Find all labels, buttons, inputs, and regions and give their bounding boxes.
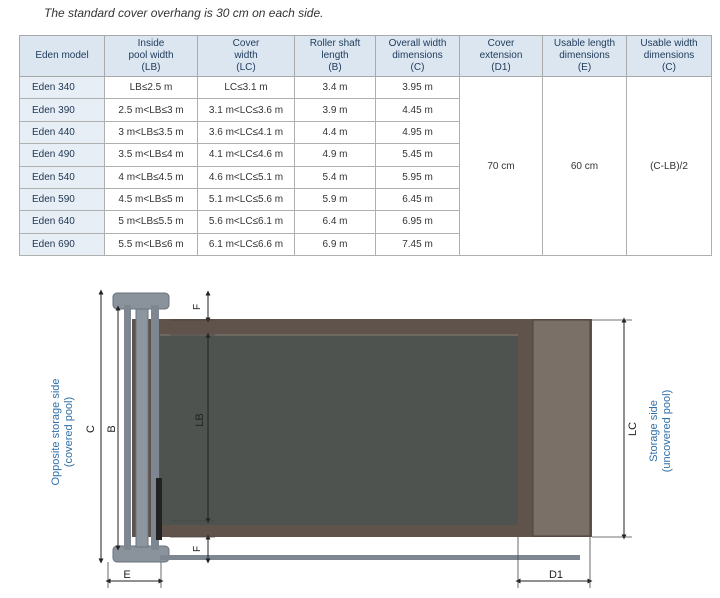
- header-line: (LB): [141, 62, 161, 73]
- header-inside-pool-width: Inside pool width (LB): [104, 35, 198, 77]
- table-cell: 5.4 m: [294, 165, 376, 189]
- header-line: Cover: [487, 38, 515, 49]
- table-row: Eden 440 3 m<LB≤3.5 m 3.6 m<LC≤4.1 m 4.4…: [19, 120, 712, 145]
- header-line: width: [234, 50, 258, 61]
- table-cell: 6.4 m: [294, 210, 376, 234]
- model-cell: Eden 540: [19, 165, 105, 189]
- label-lc: LC: [627, 422, 639, 436]
- left-label-line1: Opposite storage side: [50, 378, 62, 485]
- model-cell: Eden 690: [19, 232, 105, 257]
- label-e: E: [123, 569, 130, 581]
- header-line: (E): [577, 62, 592, 73]
- model-cell: Eden 440: [19, 120, 105, 145]
- roller-shaft: [135, 308, 149, 548]
- label-b: B: [106, 425, 118, 432]
- roller-handle: [156, 478, 162, 540]
- usable-width-cell: (C-LB)/2: [626, 76, 712, 256]
- table-cell: 5.6 m<LC≤6.1 m: [197, 210, 295, 234]
- header-line: Inside: [137, 38, 165, 49]
- label-f-bottom: F: [192, 546, 203, 552]
- table-cell: 5.45 m: [375, 143, 460, 167]
- header-cover-extension: Cover extension (D1): [459, 35, 543, 77]
- model-cell: Eden 390: [19, 98, 105, 122]
- table-cell: 7.45 m: [375, 232, 460, 257]
- pool-water: [160, 335, 518, 525]
- table-cell: 4.95 m: [375, 120, 460, 145]
- header-line: Overall width: [388, 38, 447, 49]
- header-line: length: [321, 50, 349, 61]
- table-row: Eden 590 4.5 m<LB≤5 m 5.1 m<LC≤5.6 m 5.9…: [19, 187, 712, 212]
- storage-panel: [532, 319, 591, 537]
- eden-models-table: Eden model Inside pool width (LB) Cover …: [19, 35, 712, 257]
- roller-post-left: [124, 305, 131, 550]
- table-cell: 6.45 m: [375, 187, 460, 212]
- label-lb: LB: [194, 413, 206, 426]
- header-line: (C): [662, 62, 676, 73]
- right-label-line1: Storage side: [648, 400, 660, 462]
- label-f-top: F: [192, 304, 203, 310]
- header-roller-shaft-length: Roller shaft length (B): [294, 35, 376, 77]
- table-row: Eden 490 3.5 m<LB≤4 m 4.1 m<LC≤4.6 m 4.9…: [19, 143, 712, 167]
- label-c: C: [85, 425, 97, 433]
- storage-side-label: Storage side (uncovered pool): [648, 390, 673, 473]
- opposite-storage-side-label: Opposite storage side (covered pool): [50, 378, 75, 485]
- cover-extension-cell: 70 cm: [459, 76, 543, 256]
- header-line: extension: [479, 50, 523, 61]
- header-line: Roller shaft: [309, 38, 361, 49]
- usable-length-cell: 60 cm: [542, 76, 627, 256]
- header-line: Usable width: [640, 38, 698, 49]
- label-d1: D1: [549, 569, 563, 581]
- header-line: dimensions: [392, 50, 443, 61]
- table-row: Eden 390 2.5 m<LB≤3 m 3.1 m<LC≤3.6 m 3.9…: [19, 98, 712, 122]
- ground-rail: [160, 555, 580, 560]
- table-row: Eden 540 4 m<LB≤4.5 m 4.6 m<LC≤5.1 m 5.4…: [19, 165, 712, 189]
- header-usable-width: Usable width dimensions (C): [626, 35, 712, 77]
- table-cell: 6.95 m: [375, 210, 460, 234]
- header-line: Eden model: [35, 50, 89, 61]
- table-cell: 5.95 m: [375, 165, 460, 189]
- table-header-row: Eden model Inside pool width (LB) Cover …: [19, 35, 712, 77]
- model-cell: Eden 640: [19, 210, 105, 234]
- header-line: Cover: [232, 38, 260, 49]
- header-usable-length: Usable length dimensions (E): [542, 35, 627, 77]
- table-row: Eden 690 5.5 m<LB≤6 m 6.1 m<LC≤6.6 m 6.9…: [19, 232, 712, 257]
- roller-post-right: [151, 305, 159, 550]
- right-label-line2: (uncovered pool): [661, 390, 673, 473]
- table-row: Eden 640 5 m<LB≤5.5 m 5.6 m<LC≤6.1 m 6.4…: [19, 210, 712, 234]
- table-cell: 3.6 m<LC≤4.1 m: [197, 120, 295, 145]
- header-line: (D1): [491, 62, 511, 73]
- header-cover-width: Cover width (LC): [197, 35, 295, 77]
- overhang-note: The standard cover overhang is 30 cm on …: [44, 6, 324, 20]
- table-cell: 4.9 m: [294, 143, 376, 167]
- header-line: (LC): [236, 62, 256, 73]
- header-line: pool width: [128, 50, 174, 61]
- header-line: dimensions: [559, 50, 610, 61]
- header-line: (B): [328, 62, 342, 73]
- left-label-line2: (covered pool): [63, 397, 75, 467]
- model-cell: Eden 490: [19, 143, 105, 167]
- roller-top-cap: [112, 292, 170, 310]
- table-cell: 4.1 m<LC≤4.6 m: [197, 143, 295, 167]
- header-line: (C): [410, 62, 425, 73]
- table-row: Eden 340 LB≤2.5 m LC≤3.1 m 3.4 m 3.95 m …: [19, 75, 712, 256]
- header-line: Usable length: [553, 38, 616, 49]
- header-line: dimensions: [643, 50, 695, 61]
